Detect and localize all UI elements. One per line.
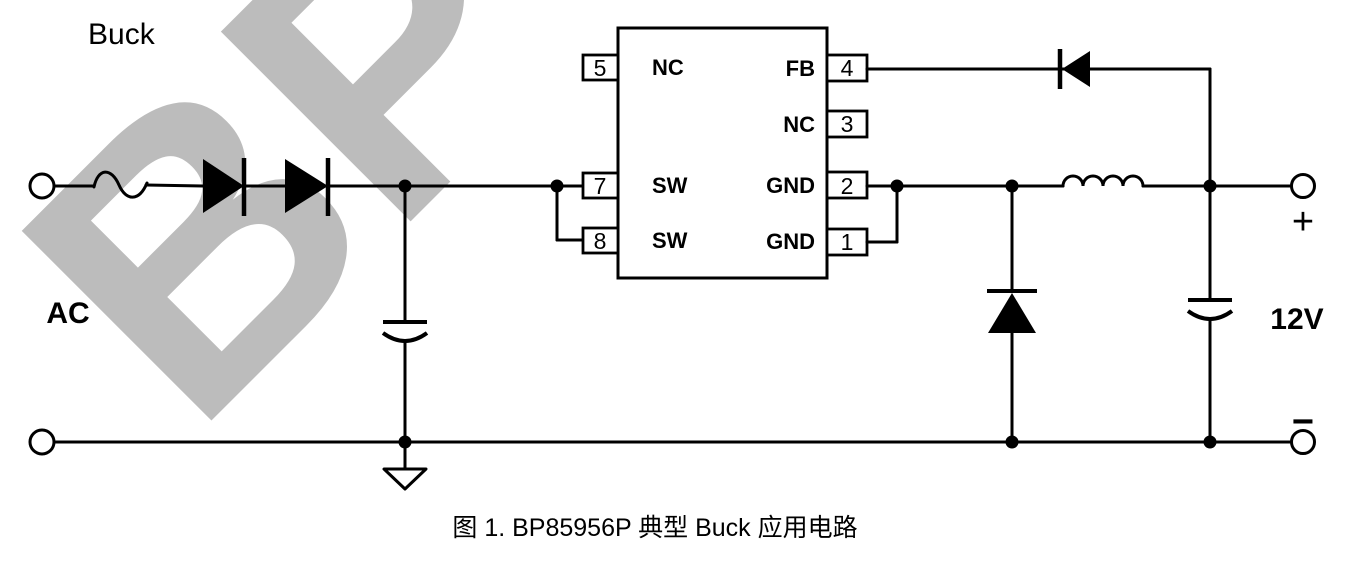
pin-box-3	[825, 109, 869, 139]
circuit-type-label: Buck	[88, 18, 156, 51]
output-terminal-positive	[1290, 173, 1316, 199]
pin-name-nc-5: NC	[652, 55, 684, 80]
output-inductor-icon	[1061, 174, 1145, 188]
brand-watermark: BP	[0, 0, 635, 498]
pin-name-nc-3: NC	[783, 112, 815, 137]
pin-number-4: 4	[841, 55, 854, 81]
minus-sign-label: −	[1292, 401, 1314, 443]
pin-number-3: 3	[841, 111, 854, 137]
figure-caption: 图 1. BP85956P 典型 Buck 应用电路	[452, 514, 857, 542]
pin-name-gnd-2: GND	[766, 173, 815, 198]
pin-number-1: 1	[841, 229, 854, 255]
ac-input-label: AC	[46, 297, 89, 330]
pin-number-8: 8	[594, 228, 607, 254]
input-terminal-bottom	[28, 428, 56, 456]
pin-number-5: 5	[594, 55, 607, 81]
pin-name-sw-7: SW	[652, 173, 688, 198]
pin-box-8	[581, 226, 620, 255]
wire	[144, 183, 205, 188]
junction-dot	[1203, 435, 1217, 449]
pin-box-7	[581, 171, 620, 200]
pin-name-gnd-1: GND	[766, 229, 815, 254]
pin-number-7: 7	[594, 173, 607, 199]
ic-body	[616, 26, 829, 280]
rectifier-diode-2-icon	[285, 159, 328, 213]
pin-box-4	[825, 53, 869, 83]
fuse-icon	[92, 170, 149, 199]
rectifier-diode-1-icon	[203, 159, 244, 213]
pin-name-fb-4: FB	[786, 56, 815, 81]
output-voltage-label: 12V	[1270, 303, 1323, 336]
feedback-diode-icon	[1062, 51, 1090, 87]
output-terminal-negative	[1290, 429, 1316, 455]
junction-dot	[1005, 435, 1019, 449]
pin-box-5	[581, 53, 620, 82]
pin-number-2: 2	[841, 173, 854, 199]
pin-name-sw-8: SW	[652, 228, 688, 253]
freewheel-diode-icon	[988, 293, 1036, 333]
plus-sign-label: +	[1292, 201, 1314, 243]
input-terminal-top	[28, 172, 56, 200]
ground-icon	[382, 467, 428, 491]
